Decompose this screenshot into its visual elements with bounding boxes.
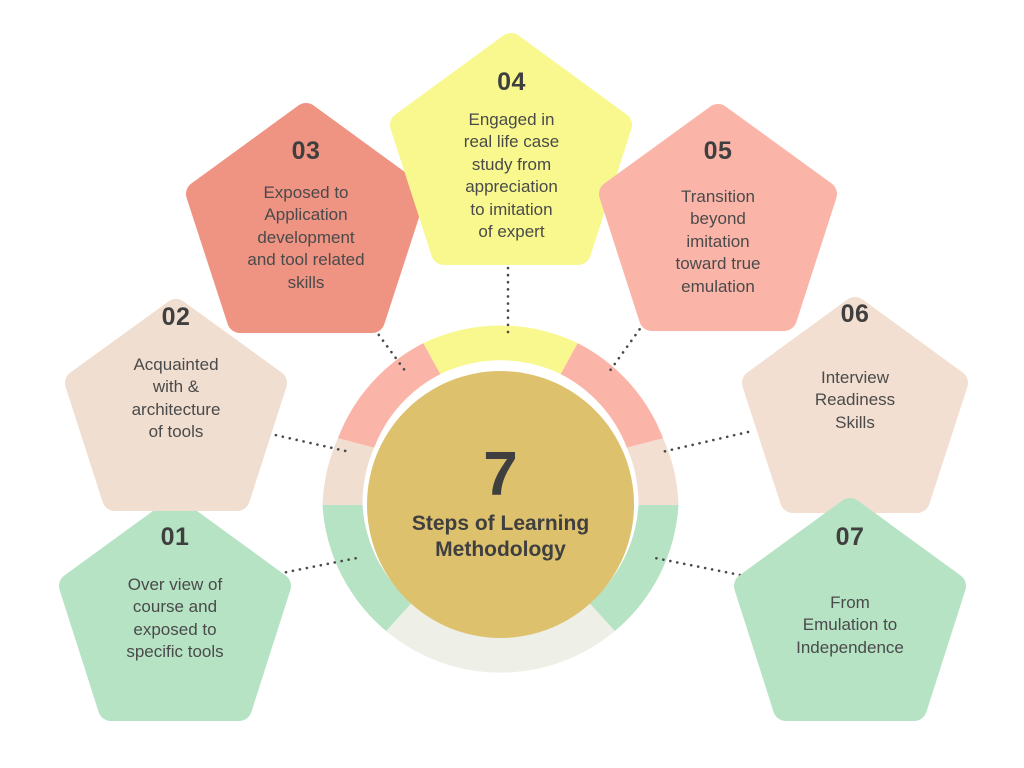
pentagon-04[interactable] [390, 33, 632, 265]
step-text-03-line5: skills [287, 272, 325, 292]
step-node-06[interactable]: 06 Interview Readiness Skills [765, 302, 945, 434]
step-text-07: From Emulation to Independence [796, 592, 904, 659]
center-title-line1: Steps of Learning [411, 511, 590, 535]
ring-segment-05 [560, 343, 664, 448]
step-text-02-line4: of tools [148, 422, 204, 442]
step-text-03: Exposed to Application development and t… [247, 182, 364, 294]
step-text-05: Transition beyond imitation toward true … [675, 186, 760, 298]
step-text-03-line3: development [257, 227, 355, 247]
ring-segment-01 [322, 505, 412, 632]
step-text-01-line3: exposed to [133, 619, 217, 639]
step-text-06-line3: Skills [835, 412, 875, 432]
pentagon-02[interactable] [65, 299, 287, 511]
pentagon-03[interactable] [186, 103, 426, 333]
step-text-05-line2: beyond [690, 209, 746, 229]
pentagon-shapes [59, 33, 968, 721]
step-number-05: 05 [703, 137, 733, 165]
step-number-04: 04 [497, 68, 526, 96]
center-title-line2: Methodology [435, 537, 566, 561]
step-node-03[interactable]: 03 Exposed to Application development an… [206, 139, 406, 294]
donut-ring [322, 325, 679, 673]
connector-01 [270, 555, 364, 577]
step-text-05-line1: Transition [680, 187, 755, 206]
step-text-07-line1: From [830, 593, 870, 612]
step-text-04-line2: real life case [463, 132, 560, 152]
step-text-01-line1: Over view of [127, 575, 223, 594]
pentagon-01[interactable] [59, 498, 291, 721]
step-text-06-line1: Interview [820, 368, 889, 387]
ring-segment-06 [626, 438, 679, 505]
connector-02 [260, 430, 352, 454]
ring-segment-02 [322, 438, 375, 505]
step-text-04: Engaged in real life case study from app… [464, 109, 559, 244]
step-text-06: Interview Readiness Skills [815, 367, 895, 434]
step-number-02: 02 [161, 303, 191, 331]
step-text-03-line2: Application [264, 205, 348, 225]
step-text-01-line4: specific tools [126, 642, 224, 662]
step-number-01: 01 [160, 523, 190, 551]
connector-07 [648, 555, 742, 577]
step-text-01-line2: course and [132, 597, 218, 617]
center-number: 7 [483, 439, 518, 509]
step-text-02-line2: with & [152, 377, 200, 397]
step-text-02-line1: Acquainted [133, 355, 219, 374]
step-text-04-line5: to imitation [470, 199, 553, 219]
step-text-05-line3: imitation [686, 231, 750, 251]
pentagon-05[interactable] [599, 104, 837, 331]
center-title: Steps of Learning Methodology [412, 511, 589, 564]
step-number-06: 06 [840, 300, 870, 328]
step-text-04-line1: Engaged in [468, 110, 555, 129]
step-node-05[interactable]: 05 Transition beyond imitation toward tr… [628, 139, 808, 298]
step-number-07: 07 [835, 523, 865, 551]
step-text-04-line4: appreciation [465, 177, 558, 197]
ring-segment-04 [423, 325, 578, 375]
step-node-04[interactable]: 04 Engaged in real life case study from … [424, 70, 599, 244]
step-text-01: Over view of course and exposed to speci… [126, 574, 223, 664]
connector-lines [260, 266, 750, 577]
step-number-03: 03 [291, 137, 321, 165]
step-text-02-line3: architecture [131, 399, 221, 419]
ring-segment-07-right [589, 505, 679, 632]
step-node-02[interactable]: 02 Acquainted with & architecture of too… [86, 305, 266, 444]
pentagon-07[interactable] [734, 498, 966, 721]
step-text-04-line3: study from [471, 154, 552, 174]
center-hub: 7 Steps of Learning Methodology [367, 371, 634, 638]
step-text-02: Acquainted with & architecture of tools [132, 354, 221, 444]
step-text-07-line3: Independence [796, 637, 904, 657]
step-node-01[interactable]: 01 Over view of course and exposed to sp… [85, 525, 265, 664]
step-node-07[interactable]: 07 From Emulation to Independence [760, 525, 940, 659]
step-text-03-line4: and tool related [247, 250, 365, 270]
connector-06 [660, 430, 750, 454]
step-text-04-line6: of expert [478, 222, 545, 242]
step-text-03-line1: Exposed to [263, 183, 349, 202]
step-text-06-line2: Readiness [814, 390, 896, 410]
ring-segment-03 [337, 343, 441, 448]
step-text-05-line5: emulation [681, 276, 755, 296]
step-text-05-line4: toward true [675, 254, 761, 274]
step-text-07-line2: Emulation to [802, 615, 898, 635]
